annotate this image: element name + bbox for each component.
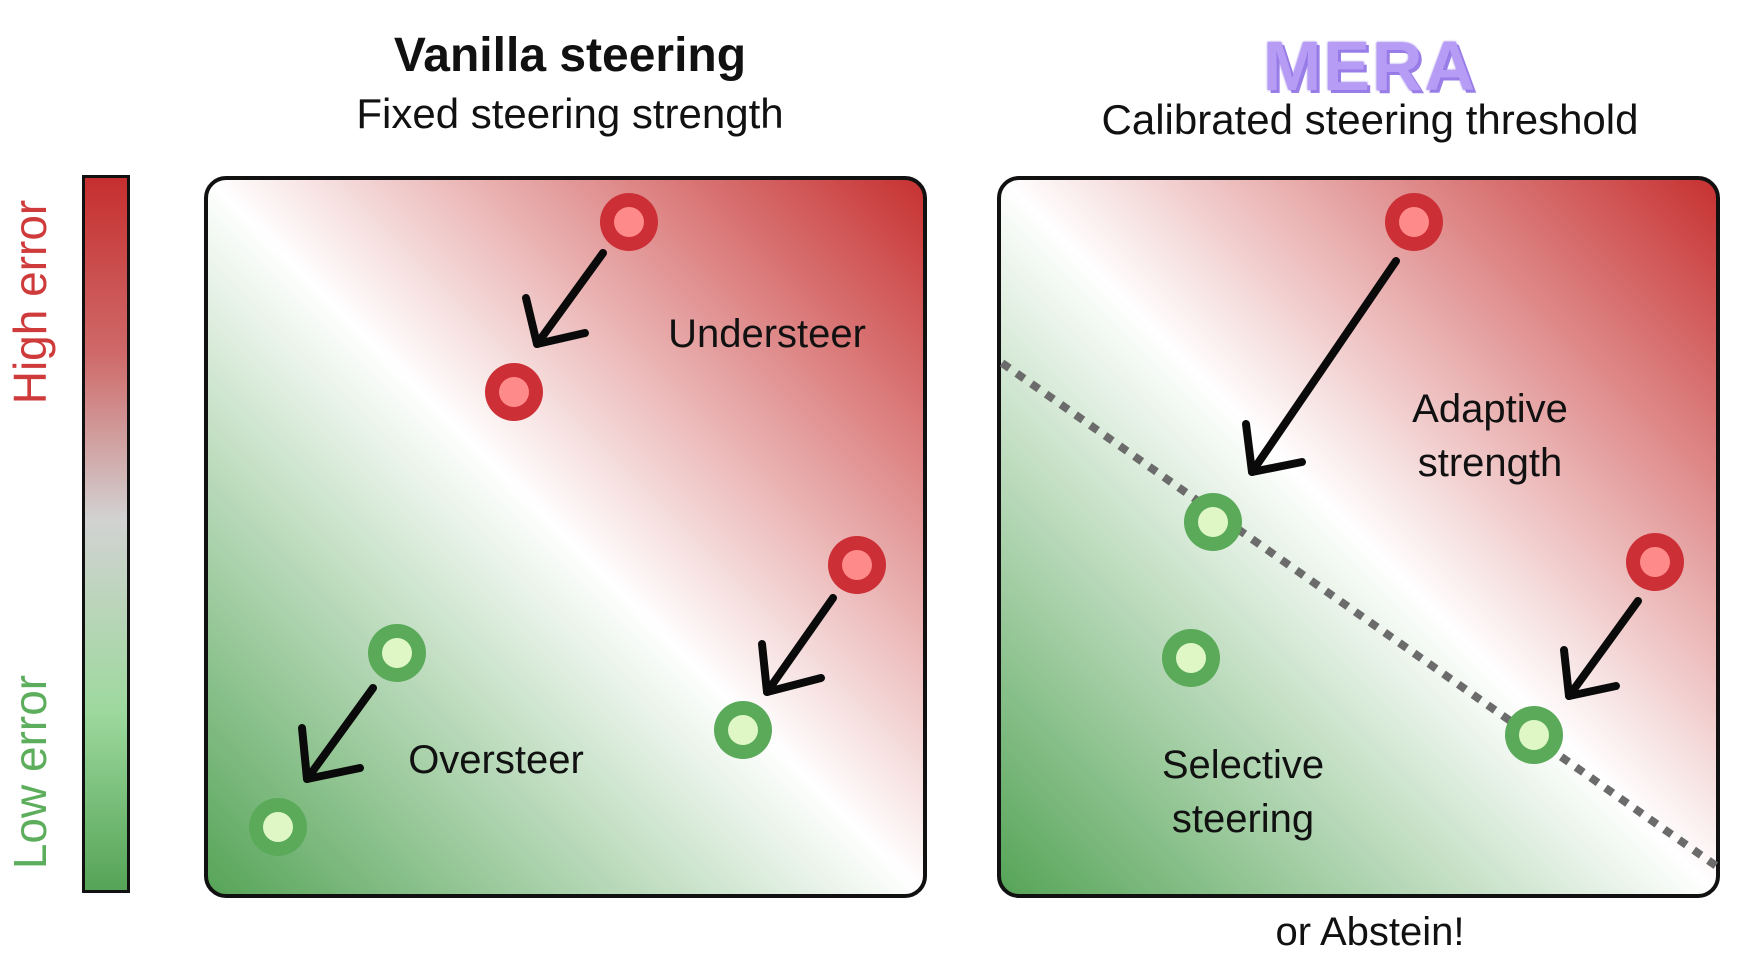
green-point bbox=[249, 798, 307, 856]
left-panel bbox=[204, 176, 927, 898]
green-point bbox=[1184, 493, 1242, 551]
left-panel-title: Vanilla steering bbox=[393, 29, 747, 82]
red-point bbox=[1385, 193, 1443, 251]
steering-label: steering bbox=[1172, 797, 1314, 841]
right-panel-subtitle: Calibrated steering threshold bbox=[1101, 96, 1639, 143]
oversteer-label: Oversteer bbox=[408, 738, 584, 782]
red-point bbox=[828, 536, 886, 594]
oversteer-arrow bbox=[298, 684, 377, 783]
understeer-arrow bbox=[522, 249, 607, 348]
understeer-label: Understeer bbox=[668, 312, 866, 356]
threshold-line bbox=[999, 359, 1725, 874]
green-point bbox=[1162, 629, 1220, 687]
green-point bbox=[368, 624, 426, 682]
red-point bbox=[600, 193, 658, 251]
left-panel-subtitle: Fixed steering strength bbox=[356, 90, 784, 137]
red-point bbox=[485, 363, 543, 421]
error-colorbar bbox=[82, 175, 130, 893]
strength-label: strength bbox=[1418, 441, 1563, 485]
abstain-footnote: or Abstein! bbox=[1275, 910, 1465, 954]
red-point bbox=[1626, 533, 1684, 591]
mera-logo: MERA bbox=[1262, 27, 1478, 105]
adaptive-label: Adaptive bbox=[1412, 387, 1568, 431]
selective-label: Selective bbox=[1162, 743, 1324, 787]
green-point bbox=[1505, 706, 1563, 764]
green-point bbox=[714, 701, 772, 759]
oversteer-arrow-2 bbox=[758, 594, 837, 696]
adaptive-strength-arrow bbox=[1242, 257, 1400, 476]
right-lower-arrow bbox=[1560, 597, 1642, 700]
